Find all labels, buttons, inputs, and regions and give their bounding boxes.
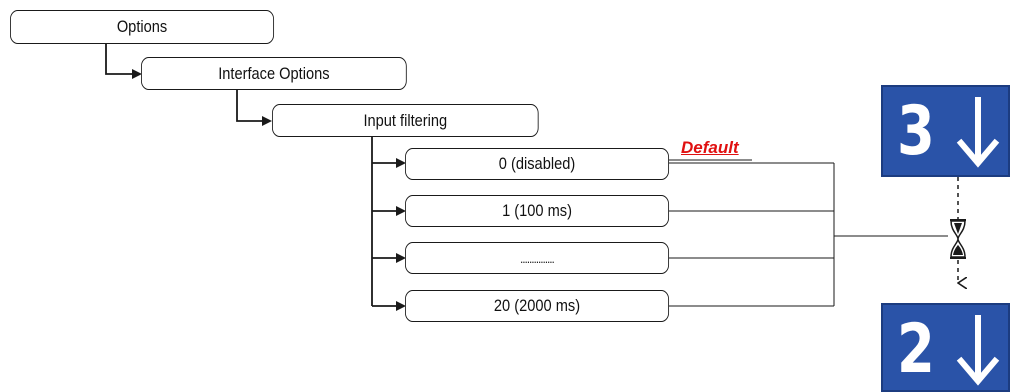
arrow-interface-to-filtering [236, 90, 272, 126]
arrow-down-icon [956, 97, 1000, 168]
floor-digit-before: 3 [897, 92, 935, 171]
arrow-options-to-interface [105, 44, 142, 79]
value-node-2: ............... [405, 242, 670, 274]
arrow-down-icon [956, 315, 1000, 386]
display-panel-after: 2 [881, 303, 1010, 392]
value-node-3: 20 (2000 ms) [405, 290, 670, 322]
default-label: Default [681, 138, 739, 157]
hourglass-icon [950, 219, 966, 259]
value-node-0: 0 (disabled) [405, 148, 670, 180]
interface-options-node: Interface Options [141, 57, 407, 90]
floor-digit-after: 2 [897, 310, 935, 389]
display-panel-before: 3 [881, 85, 1010, 177]
options-node: Options [10, 10, 275, 44]
input-filtering-node: Input filtering [272, 104, 539, 137]
value-node-1: 1 (100 ms) [405, 195, 670, 227]
